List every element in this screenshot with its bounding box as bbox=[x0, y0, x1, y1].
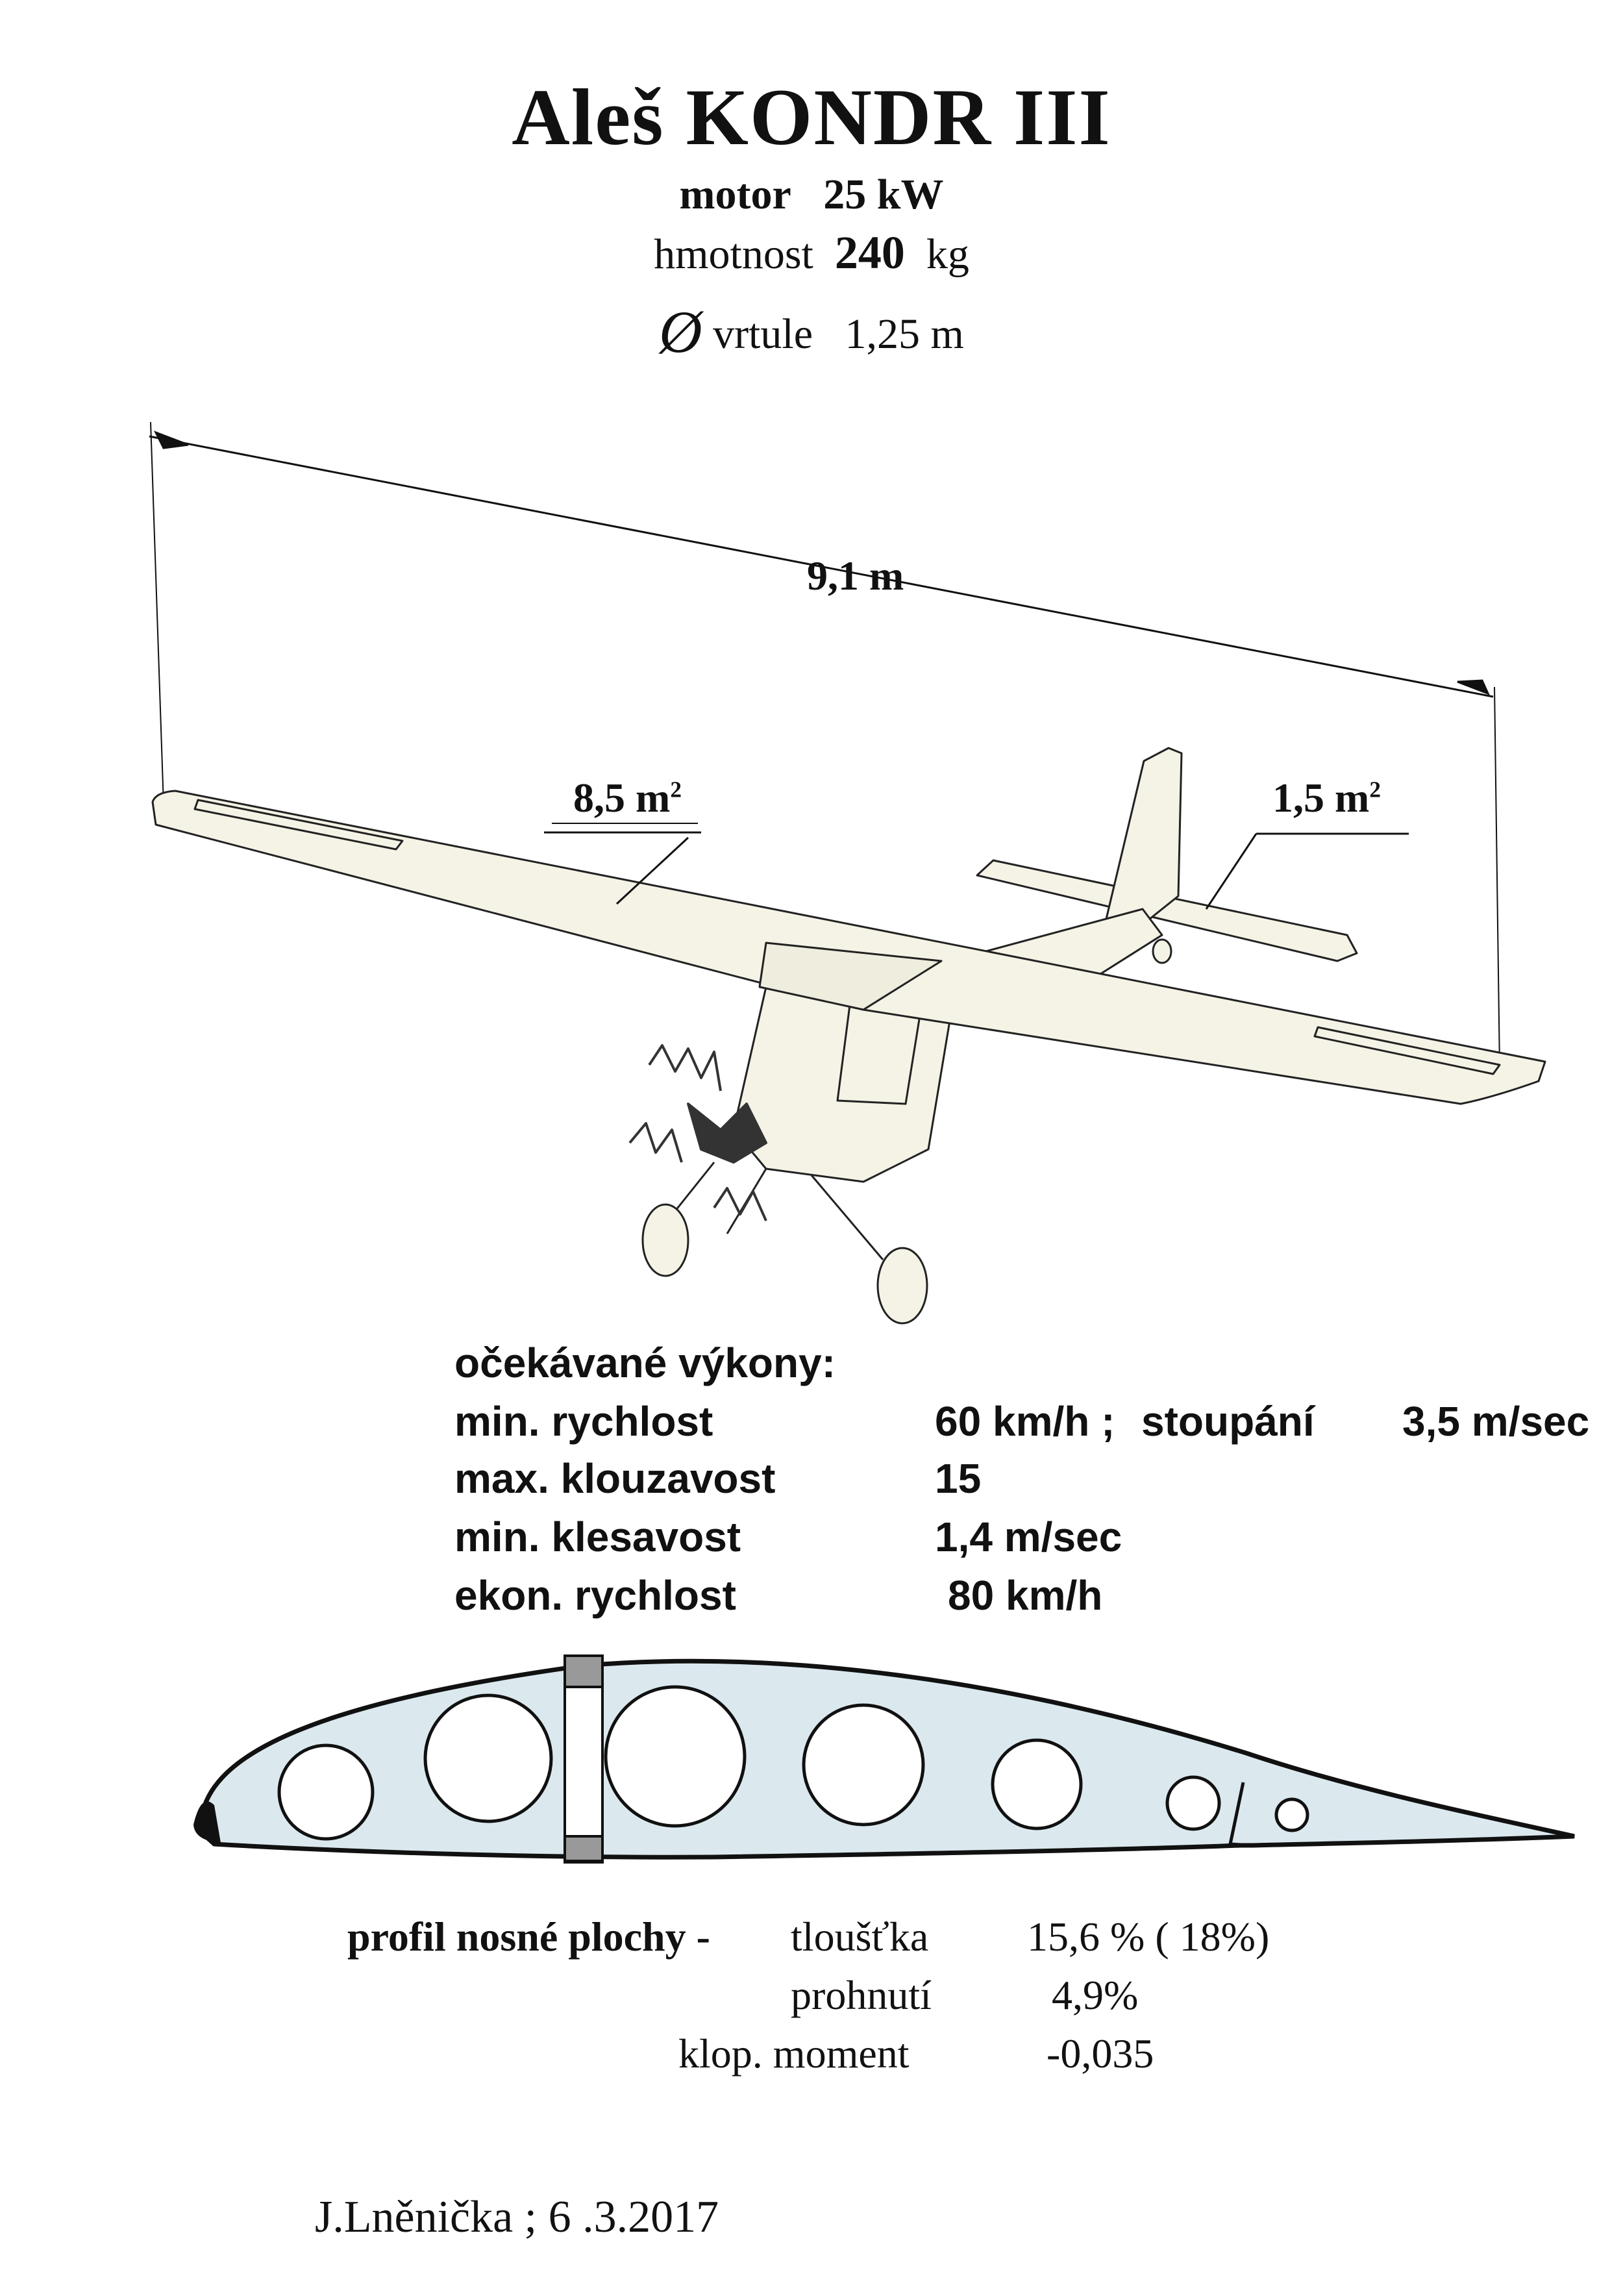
horizontal-tail bbox=[976, 859, 1358, 962]
wing-area-value: 8,5 m bbox=[573, 775, 671, 821]
mass-value: 240 bbox=[834, 227, 905, 279]
span-label: 9,1 m bbox=[807, 553, 904, 599]
wheel-left bbox=[641, 1203, 689, 1277]
span-arrow-right bbox=[1457, 679, 1490, 695]
span-arrow-left bbox=[153, 430, 189, 449]
perf-label-climb: stoupání bbox=[1141, 1398, 1315, 1445]
profile-label-thickness: tloušťka bbox=[791, 1914, 929, 1960]
spar-cap-top bbox=[564, 1654, 604, 1688]
motor-value: 25 kW bbox=[823, 171, 944, 218]
performance-heading: očekávané výkony: bbox=[454, 1340, 836, 1386]
tail-area-exponent: 2 bbox=[1369, 777, 1381, 803]
page-title: Aleš KONDR III bbox=[512, 73, 1111, 162]
wheel-right bbox=[876, 1247, 928, 1325]
wing-area-exponent: 2 bbox=[670, 777, 682, 803]
tail-area-label: 1,5 m2 bbox=[1272, 774, 1381, 822]
profile-label-moment: klop. moment bbox=[678, 2030, 910, 2077]
tail-area-value: 1,5 m bbox=[1272, 775, 1370, 821]
spar-cap-bottom bbox=[564, 1835, 604, 1862]
profile-value-thickness: 15,6 % ( 18%) bbox=[1027, 1914, 1270, 1960]
perf-label-eco-speed: ekon. rychlost bbox=[454, 1572, 736, 1619]
author-signature: J.Lněnička ; 6 .3.2017 bbox=[315, 2192, 719, 2242]
profile-value-camber: 4,9% bbox=[1052, 1972, 1139, 2018]
lightening-holes bbox=[277, 1685, 1309, 1841]
perf-value-sink: 1,4 m/sec bbox=[935, 1514, 1122, 1560]
mass-label: hmotnost bbox=[654, 231, 813, 278]
wing-profile bbox=[193, 1654, 1575, 1864]
span-extension-right bbox=[1494, 686, 1500, 1069]
span-extension-left bbox=[150, 421, 164, 806]
motor-spec: motor 25 kW bbox=[0, 170, 1623, 219]
wing-center-section bbox=[758, 942, 943, 1011]
propeller-blur bbox=[628, 1044, 767, 1221]
propeller-spec: Ø vrtule 1,25 m bbox=[0, 297, 1623, 366]
perf-value-min-speed: 60 km/h ; bbox=[935, 1398, 1115, 1445]
profile-value-moment: -0,035 bbox=[1047, 2030, 1154, 2077]
perf-value-glide: 15 bbox=[935, 1455, 982, 1502]
perf-label-glide: max. klouzavost bbox=[454, 1455, 776, 1502]
perf-label-sink: min. klesavost bbox=[454, 1514, 741, 1560]
span-dimension-line bbox=[149, 435, 1494, 698]
flap-hinge bbox=[1228, 1782, 1254, 1847]
leading-edge bbox=[193, 1801, 221, 1843]
wing-area-leader bbox=[615, 836, 689, 905]
tail-wheel bbox=[1152, 938, 1172, 964]
tail-area-leader bbox=[1205, 833, 1258, 910]
perf-value-eco-speed: 80 km/h bbox=[948, 1572, 1103, 1619]
main-wing bbox=[151, 790, 1546, 1105]
mass-spec: hmotnost 240 kg bbox=[0, 226, 1623, 280]
profile-label-camber: prohnutí bbox=[791, 1972, 932, 2018]
vertical-tail bbox=[1102, 747, 1183, 931]
profile-heading: profil nosné plochy - bbox=[347, 1914, 710, 1960]
prop-value: 1,25 m bbox=[845, 310, 964, 358]
prop-label: vrtule bbox=[713, 310, 813, 358]
mass-unit: kg bbox=[926, 231, 969, 278]
aileron-right bbox=[1313, 1026, 1501, 1075]
motor-label: motor bbox=[679, 171, 791, 218]
perf-value-climb: 3,5 m/sec bbox=[1402, 1398, 1590, 1445]
wing-area-label: 8,5 m2 bbox=[573, 774, 682, 822]
diameter-symbol: Ø bbox=[659, 299, 702, 365]
perf-label-min-speed: min. rychlost bbox=[454, 1398, 713, 1445]
aileron-left bbox=[193, 799, 404, 851]
